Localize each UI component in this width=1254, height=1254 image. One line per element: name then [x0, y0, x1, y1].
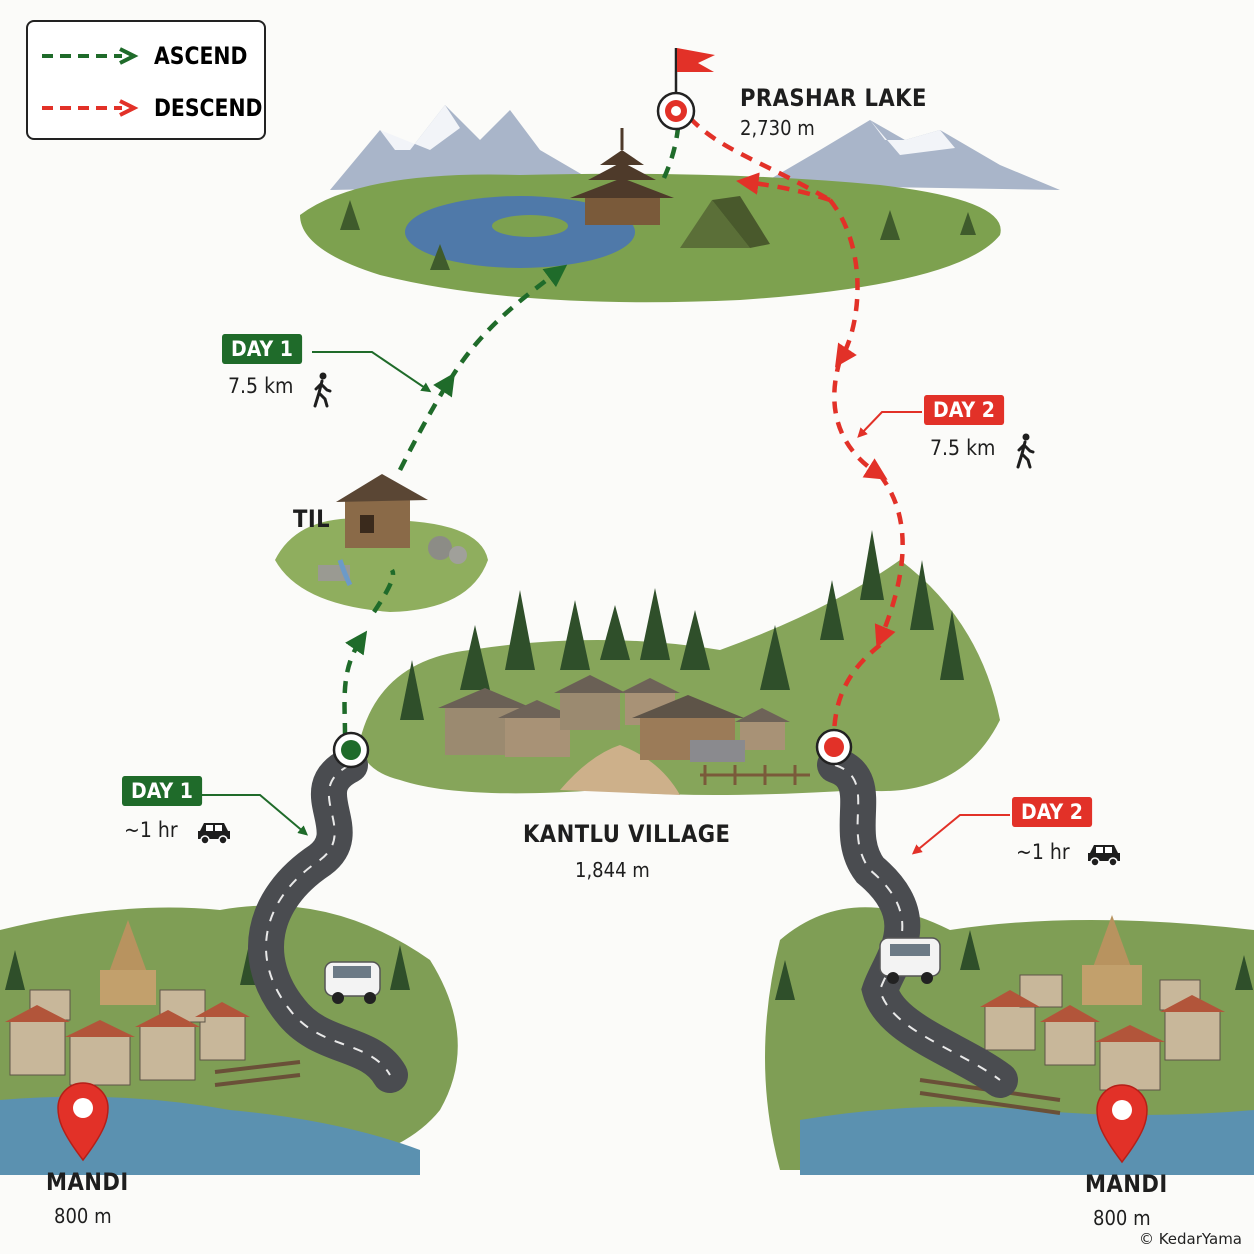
- til-landscape: [275, 474, 488, 612]
- kantlu-elevation: 1,844 m: [575, 858, 650, 882]
- car-icon: [198, 823, 230, 845]
- legend-descend-label: DESCEND: [154, 94, 263, 122]
- mandi-left-elevation: 800 m: [54, 1204, 112, 1228]
- kantlu-start-marker-left: [332, 731, 370, 769]
- day1-drive-badge: DAY 1: [122, 776, 202, 806]
- village-houses: [438, 675, 790, 762]
- mandi-right-name: MANDI: [1085, 1170, 1168, 1198]
- right-car: [879, 937, 941, 984]
- summit-marker: [656, 91, 696, 131]
- day2-trek-badge: DAY 2: [924, 395, 1004, 425]
- summit-landscape: [300, 105, 1060, 303]
- day1-trek-badge: DAY 1: [222, 334, 302, 364]
- hiker-icon: [1016, 433, 1035, 469]
- descend-route: [688, 116, 905, 736]
- credit: © KedarYama: [1138, 1230, 1242, 1248]
- temple: [570, 128, 674, 225]
- right-town-temple: [1082, 915, 1142, 1005]
- day2-trek-distance: 7.5 km: [930, 436, 996, 460]
- legend-ascend-row: ASCEND: [40, 42, 264, 70]
- legend: ASCEND DESCEND: [26, 20, 266, 140]
- ascend-route: [342, 127, 681, 736]
- left-car: [324, 961, 381, 1004]
- day1-trek-distance: 7.5 km: [228, 374, 294, 398]
- right-town-landscape: [765, 747, 1254, 1175]
- tent: [680, 196, 770, 248]
- red-dashed-arrow-icon: [42, 99, 139, 117]
- mandi-right-pin-icon: [1096, 1084, 1148, 1164]
- mandi-left-pin-icon: [57, 1082, 109, 1162]
- mandi-left-name: MANDI: [46, 1168, 129, 1196]
- mandi-right-elevation: 800 m: [1093, 1206, 1151, 1230]
- day2-drive-badge: DAY 2: [1012, 797, 1092, 827]
- day1-drive-duration: ~1 hr: [124, 818, 178, 842]
- kantlu-start-marker-right: [815, 728, 853, 766]
- hiker-icon: [313, 372, 332, 408]
- kantlu-name: KANTLU VILLAGE: [523, 820, 731, 848]
- legend-ascend-label: ASCEND: [154, 42, 248, 70]
- left-town-landscape: [0, 747, 458, 1175]
- left-town-temple: [100, 920, 156, 1005]
- til-name: TIL: [293, 505, 331, 533]
- green-dashed-arrow-icon: [42, 47, 139, 65]
- summit-name: PRASHAR LAKE: [740, 84, 927, 112]
- legend-descend-row: DESCEND: [40, 94, 282, 122]
- summit-elevation: 2,730 m: [740, 116, 815, 140]
- callout-leaders: [202, 351, 1010, 855]
- day2-drive-duration: ~1 hr: [1016, 840, 1070, 864]
- car-icon: [1088, 845, 1120, 867]
